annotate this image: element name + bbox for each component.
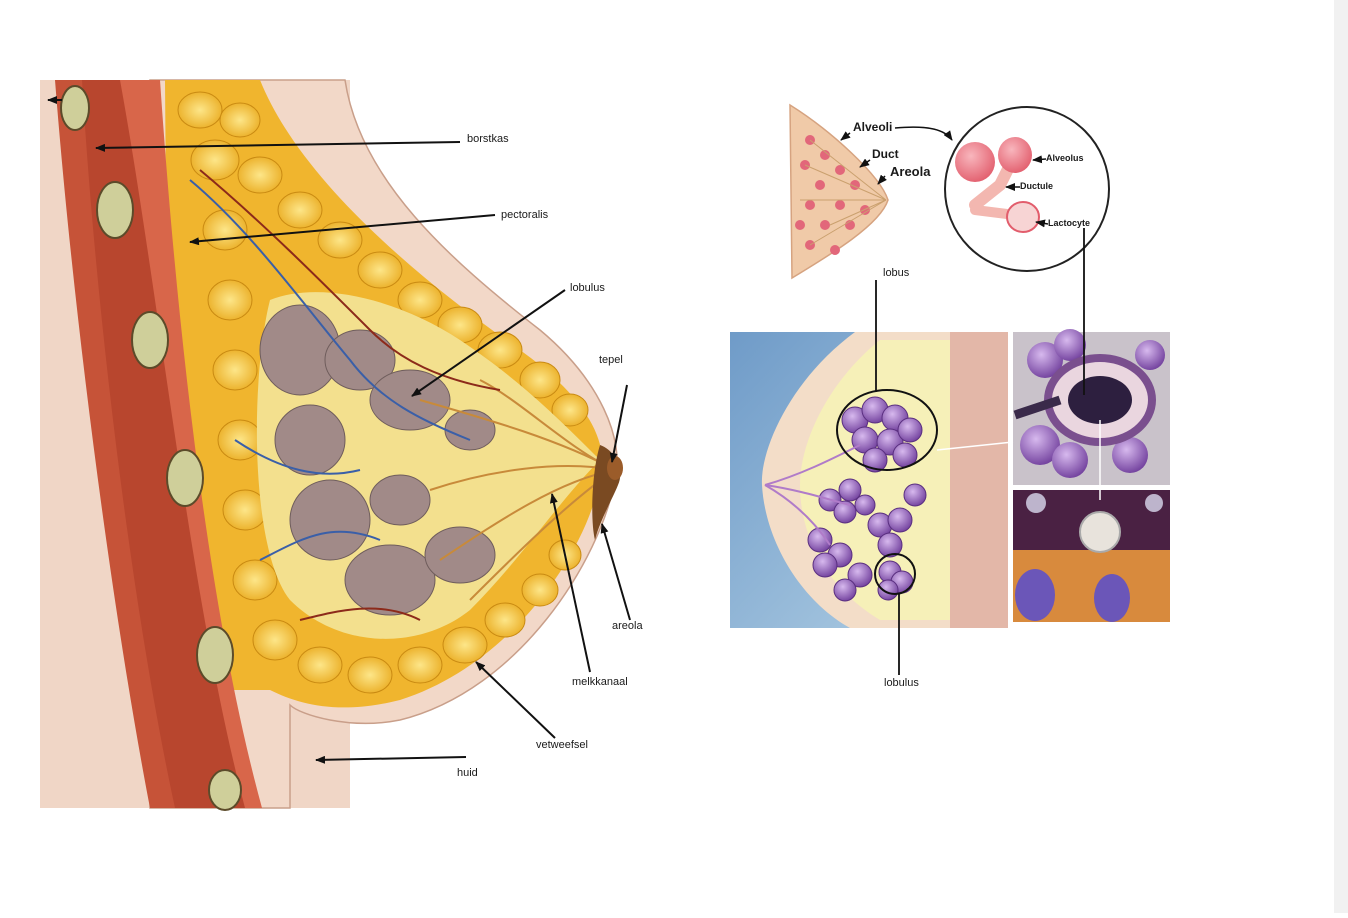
- right-top-figure: [790, 105, 1109, 278]
- cross-section-muscle: [950, 332, 1008, 628]
- label-huid: huid: [457, 767, 478, 779]
- label-lobulus-left: lobulus: [570, 282, 605, 294]
- alveoli-connector: [895, 127, 952, 140]
- label-ductule: Ductule: [1020, 181, 1053, 191]
- label-borstkas: borstkas: [467, 133, 509, 145]
- label-alveoli: Alveoli: [853, 120, 892, 134]
- label-areola-top: Areola: [890, 164, 930, 179]
- label-tepel: tepel: [599, 354, 623, 366]
- label-lactocyte: Lactocyte: [1048, 218, 1090, 228]
- inset-alveolus-lumen: [1068, 376, 1132, 424]
- label-melkkanaal: melkkanaal: [572, 676, 628, 688]
- nipple-shape: [607, 456, 623, 480]
- left-anatomy-figure: [40, 80, 630, 810]
- inset-nucleus-1: [1015, 569, 1055, 621]
- label-lobus: lobus: [883, 267, 909, 279]
- label-areola: areola: [612, 620, 643, 632]
- label-duct: Duct: [872, 147, 899, 161]
- label-vetweefsel: vetweefsel: [536, 739, 588, 751]
- inset-nucleus-2: [1094, 574, 1130, 622]
- label-lobulus-right: lobulus: [884, 677, 919, 689]
- inset-fat-droplet: [1080, 512, 1120, 552]
- inset-vesicle-2: [1145, 494, 1163, 512]
- label-alveolus: Alveolus: [1046, 153, 1084, 163]
- inset-vesicle: [1026, 493, 1046, 513]
- label-pectoralis: pectoralis: [501, 209, 548, 221]
- right-bottom-figure: [730, 228, 1170, 675]
- page-edge: [1334, 0, 1348, 913]
